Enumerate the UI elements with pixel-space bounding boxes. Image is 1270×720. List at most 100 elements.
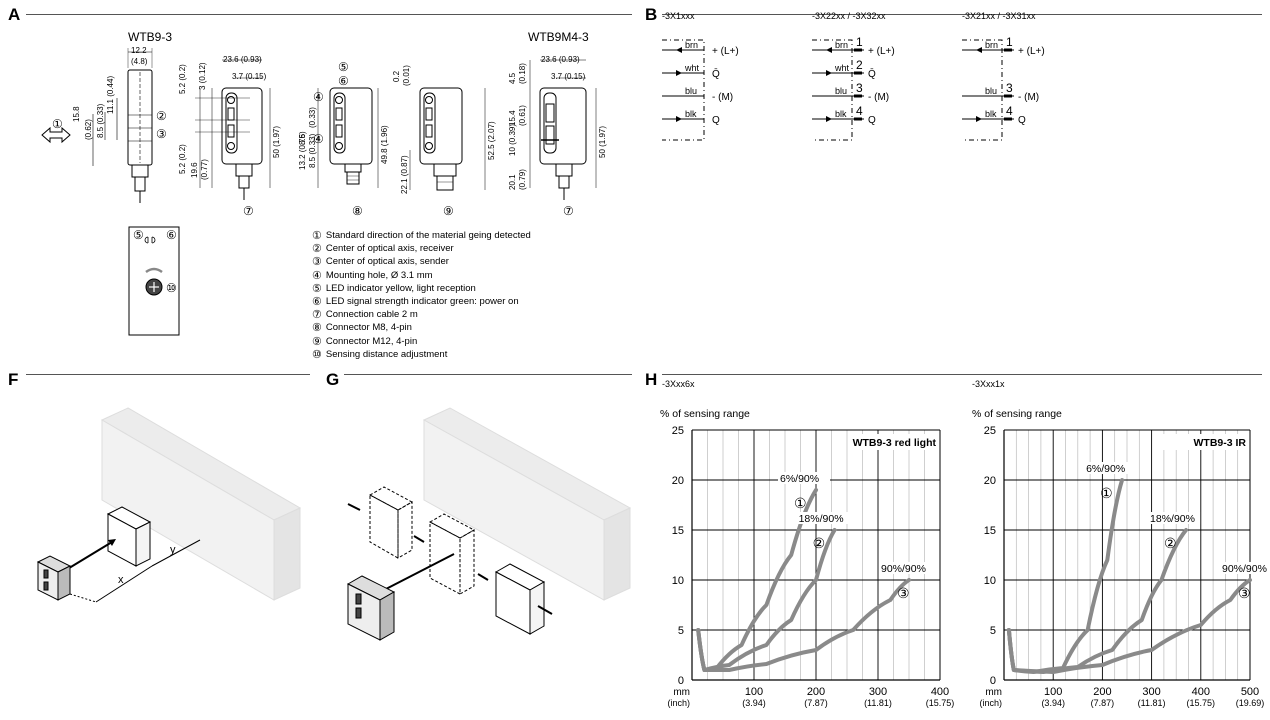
move-arrow xyxy=(413,535,425,543)
callout-4b: ④ xyxy=(313,132,324,146)
x-tick-inch-label: (15.75) xyxy=(926,698,955,708)
callout-9: ⑨ xyxy=(443,204,454,218)
side-view-m8 xyxy=(317,87,379,188)
y-tick-label: 10 xyxy=(672,575,684,587)
side-view-wtb9m4 xyxy=(529,59,597,200)
callout-7b: ⑦ xyxy=(563,204,574,218)
series-line xyxy=(1006,528,1189,674)
chart-ir: 0510152025100(3.94)200(7.87)300(11.81)40… xyxy=(979,425,1270,708)
series-line xyxy=(696,578,911,672)
wire-blu: blu- (M) xyxy=(662,86,733,103)
legend-text: LED indicator yellow, light reception xyxy=(325,282,476,294)
series-label: 18%/90% xyxy=(1150,513,1195,525)
label-y: y xyxy=(170,544,176,556)
background-panel xyxy=(422,407,632,601)
series-line xyxy=(1006,578,1252,674)
dim-depth-2: 3.7 (0.15) xyxy=(232,72,267,81)
object-solid xyxy=(494,563,546,635)
callout-7a: ⑦ xyxy=(243,204,254,218)
wire-color-label: brn xyxy=(685,40,698,50)
pin-number: 4 xyxy=(1006,104,1013,118)
series-marker: ① xyxy=(1100,485,1113,501)
y-tick-label: 25 xyxy=(984,425,996,437)
sensor xyxy=(346,575,396,641)
y-tick-label: 15 xyxy=(672,525,684,537)
signal-label: - (M) xyxy=(1018,92,1039,103)
y-tick-label: 0 xyxy=(678,675,684,687)
legend-text: LED signal strength indicator green: pow… xyxy=(325,296,519,307)
pin-number: 4 xyxy=(856,104,863,118)
x-unit-inch: (inch) xyxy=(979,698,1002,708)
move-arrow xyxy=(537,605,553,615)
callout-1: ① xyxy=(52,117,63,131)
dim-width: 12.2 xyxy=(131,46,147,55)
pin-number: 1 xyxy=(856,35,863,49)
wire-color-label: blk xyxy=(685,109,697,119)
dim-v0-2: 0.2 xyxy=(392,70,401,82)
x-tick-label: 100 xyxy=(1044,686,1062,698)
wire-color-label: brn xyxy=(985,40,998,50)
series-marker: ② xyxy=(1164,535,1177,551)
legend-number: ⑩ xyxy=(312,348,322,361)
dim-v10: 10 (0.39) xyxy=(508,123,517,156)
dim-v0-01: (0.01) xyxy=(402,65,411,86)
series-label: 6%/90% xyxy=(1086,463,1125,475)
y-tick-label: 20 xyxy=(984,475,996,487)
dim-v5-2a: 5.2 (0.2) xyxy=(178,64,187,94)
dim-v0-79: (0.79) xyxy=(518,169,527,190)
callout-3: ③ xyxy=(156,127,167,141)
sensor xyxy=(36,555,72,601)
x-tick-inch-label: (19.69) xyxy=(1236,698,1265,708)
dim-v19-6: 19.6 xyxy=(190,162,199,178)
x-unit-inch: (inch) xyxy=(667,698,690,708)
callout-5: ⑤ xyxy=(338,60,349,74)
chart-red-light: 0510152025100(3.94)200(7.87)300(11.81)40… xyxy=(667,425,955,708)
x-tick-inch-label: (15.75) xyxy=(1187,698,1216,708)
wire-color-label: blk xyxy=(835,109,847,119)
dim-depth-4: 3.7 (0.15) xyxy=(551,72,586,81)
signal-label: + (L+) xyxy=(868,46,895,57)
wire-color-label: blu xyxy=(685,86,697,96)
signal-label: + (L+) xyxy=(712,46,739,57)
x-tick-inch-label: (3.94) xyxy=(742,698,766,708)
chart1-variant: -3Xxx6x xyxy=(662,379,695,389)
legend-number: ① xyxy=(312,230,322,242)
pin-number: 1 xyxy=(1006,35,1013,49)
label-x: x xyxy=(118,574,124,586)
dim-v52-5: 52.5 (2.07) xyxy=(487,121,496,160)
dim-v0-77: (0.77) xyxy=(200,159,209,180)
callout-4a: ④ xyxy=(313,90,324,104)
signal-label: Q xyxy=(712,115,720,126)
wire-color-label: wht xyxy=(684,63,700,73)
x-tick-inch-label: (7.87) xyxy=(1091,698,1115,708)
legend-text: Connector M12, 4-pin xyxy=(325,335,418,347)
callout-10: ⑩ xyxy=(166,281,177,295)
x-tick-inch-label: (11.81) xyxy=(864,698,892,708)
wiring-title-1: -3X1xxx xyxy=(662,11,695,21)
legend-number: ⑦ xyxy=(312,309,322,322)
move-arrow xyxy=(477,573,489,581)
dim-v0-61: (0.61) xyxy=(518,105,527,126)
x-tick-label: 300 xyxy=(869,686,887,698)
y-tick-label: 10 xyxy=(984,575,996,587)
chart-grid xyxy=(691,429,941,681)
callout-2: ② xyxy=(156,109,167,123)
legend-text: Center of optical axis, receiver xyxy=(325,243,454,255)
dim-v13-2: 13.2 (0.76) xyxy=(298,131,307,170)
x-tick-inch-label: (7.87) xyxy=(804,698,828,708)
dim-depth-3: 23.6 (0.93) xyxy=(541,55,580,64)
section-g-rule xyxy=(344,374,632,375)
pin-number: 2 xyxy=(856,58,863,72)
dim-v0-33b: (0.33) xyxy=(308,107,317,128)
object-dashed-2 xyxy=(428,513,476,595)
signal-label: Q xyxy=(868,115,876,126)
x-unit-mm: mm xyxy=(673,687,690,698)
callout-6: ⑥ xyxy=(338,74,349,88)
wire-color-label: wht xyxy=(834,63,850,73)
y-tick-label: 5 xyxy=(678,625,684,637)
dimension-drawing xyxy=(41,48,597,336)
